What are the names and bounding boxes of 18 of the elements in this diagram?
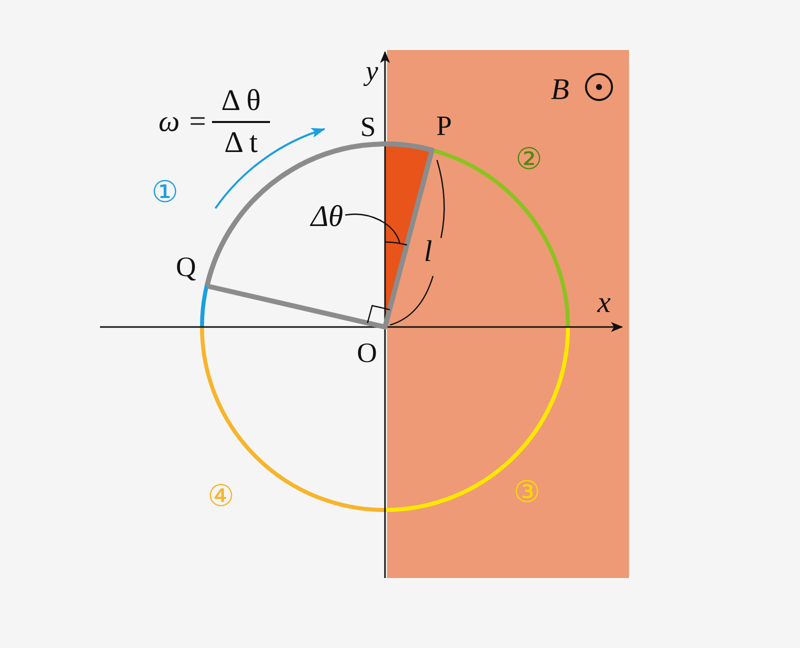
point-label: S	[360, 114, 376, 142]
formula-text: ω =	[158, 107, 208, 137]
length-label: l	[424, 237, 432, 267]
formula-denominator: Δ t	[224, 128, 258, 158]
origin-label: O	[356, 340, 378, 368]
region-number: ④	[208, 482, 234, 512]
point-label: Q	[176, 254, 196, 282]
region-number: ①	[152, 178, 178, 208]
point-label: P	[436, 113, 452, 141]
angle-label: Δθ	[310, 202, 344, 232]
region-number: ②	[516, 145, 542, 175]
field-label: B	[550, 75, 570, 105]
axis-label: y	[366, 58, 378, 86]
angle-arc	[384, 241, 408, 246]
region-number: ③	[514, 478, 540, 508]
axis-label: x	[597, 288, 611, 318]
leader-line	[345, 214, 401, 244]
formula-numerator: Δ θ	[221, 86, 261, 116]
